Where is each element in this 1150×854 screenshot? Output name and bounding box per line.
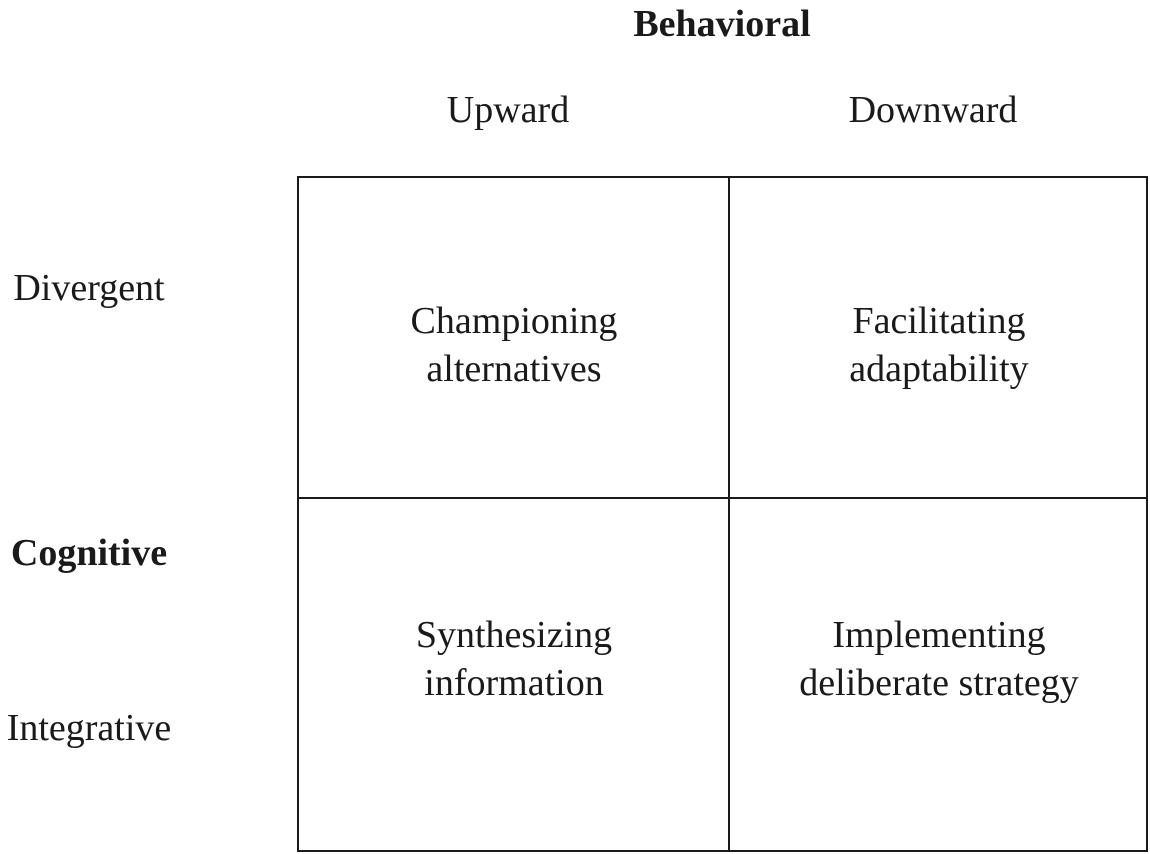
quadrant-grid: Championing alternatives Facilitating ad… — [297, 176, 1148, 852]
row-label-integrative: Integrative — [6, 707, 172, 749]
cell-synthesizing-information: Synthesizing information — [415, 614, 613, 704]
cognitive-axis-title: Cognitive — [10, 532, 168, 574]
grid-vertical-divider — [728, 178, 730, 850]
row-label-divergent: Divergent — [13, 267, 165, 309]
cell-implementing-deliberate-strategy: Implementing deliberate strategy — [799, 614, 1079, 704]
column-label-upward: Upward — [446, 89, 570, 131]
cell-championing-alternatives: Championing alternatives — [410, 300, 618, 390]
behavioral-axis-title: Behavioral — [633, 3, 811, 45]
cell-facilitating-adaptability: Facilitating adaptability — [849, 300, 1029, 390]
column-label-downward: Downward — [848, 89, 1018, 131]
grid-horizontal-divider — [299, 497, 1146, 499]
